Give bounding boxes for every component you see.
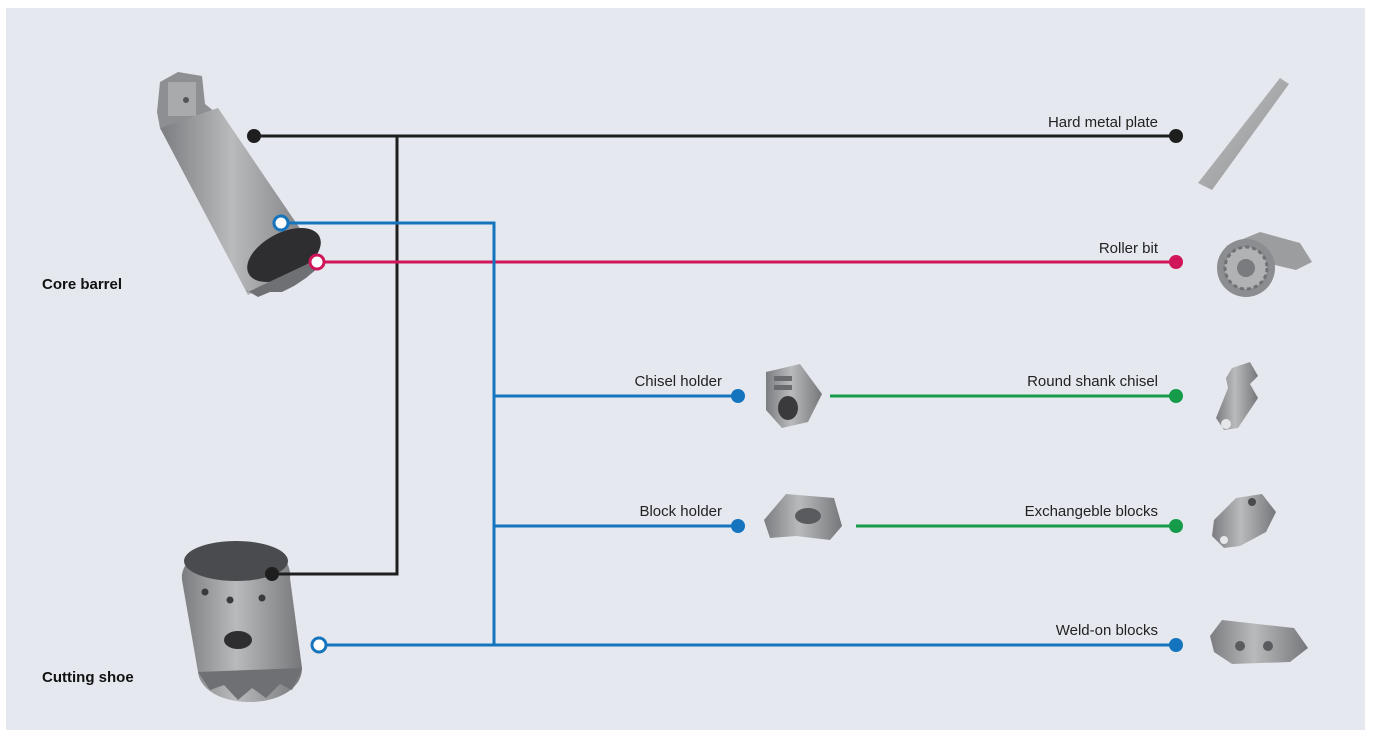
label-roller-bit: Roller bit	[1098, 240, 1158, 257]
black-dot-hard-metal-plate	[1169, 129, 1183, 143]
blue-ring-cutting-shoe	[310, 636, 328, 654]
round-shank-chisel-image	[1216, 362, 1258, 430]
red-dot-roller-bit	[1169, 255, 1183, 269]
blue-dot-chisel-holder	[731, 389, 745, 403]
block-holder-image	[764, 494, 842, 540]
green-dot-round-shank-chisel	[1169, 389, 1183, 403]
cutting-shoe-image	[181, 541, 302, 702]
black-dot-core-barrel	[247, 129, 261, 143]
label-exchangeable-blocks: Exchangeble blocks	[1024, 503, 1158, 520]
label-cutting-shoe: Cutting shoe	[42, 669, 134, 686]
exchangeable-blocks-image	[1212, 494, 1276, 548]
black-dot-cutting-shoe	[265, 567, 279, 581]
label-block-holder: Block holder	[639, 503, 722, 520]
chisel-holder-image	[766, 364, 822, 428]
green-dot-exchangeable-blocks	[1169, 519, 1183, 533]
label-hard-metal-plate: Hard metal plate	[1047, 114, 1158, 131]
black-connector	[254, 134, 1176, 576]
label-round-shank-chisel: Round shank chisel	[1027, 373, 1158, 390]
label-weld-on-blocks: Weld-on blocks	[1055, 622, 1158, 639]
label-core-barrel: Core barrel	[42, 276, 123, 293]
hard-metal-plate-image	[1198, 78, 1289, 190]
blue-ring-core-barrel	[272, 214, 290, 232]
red-ring-core-barrel	[308, 253, 326, 271]
blue-dot-block-holder	[731, 519, 745, 533]
blue-dot-weld-on-blocks	[1169, 638, 1183, 652]
roller-bit-image	[1217, 232, 1312, 297]
blue-connector	[288, 221, 1176, 647]
weld-on-blocks-image	[1210, 620, 1308, 664]
core-barrel-image	[157, 72, 322, 297]
label-chisel-holder: Chisel holder	[634, 373, 722, 390]
